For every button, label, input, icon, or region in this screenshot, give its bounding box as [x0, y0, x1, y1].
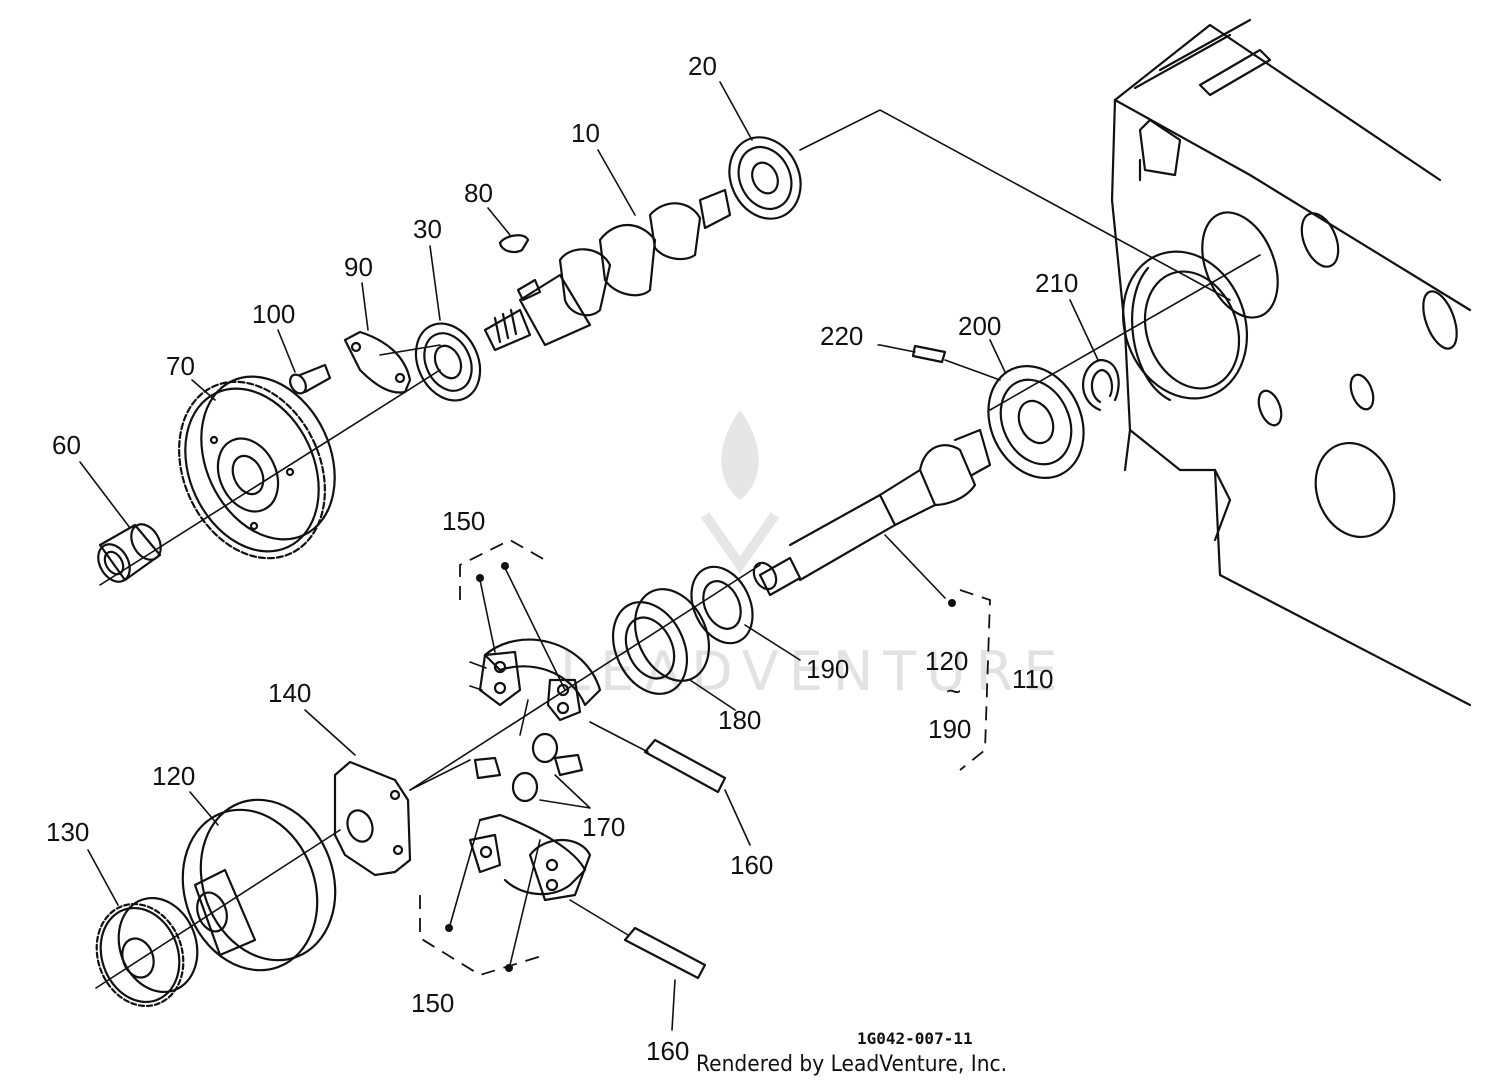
label-100: 100 [252, 299, 295, 329]
label-180: 180 [718, 705, 761, 735]
part-20-bearing [728, 136, 802, 220]
part-70-cam-gear [178, 375, 336, 560]
label-130: 130 [46, 817, 89, 847]
part-130-drive-gear [95, 896, 199, 1008]
leader-lines [79, 81, 1099, 906]
label-90: 90 [344, 252, 373, 282]
part-150-weights-bottom [445, 813, 592, 972]
engine-block [1110, 18, 1472, 707]
label-200: 200 [958, 311, 1001, 341]
part-200-bearing [987, 364, 1085, 480]
part-labels: 20 10 80 30 90 100 70 60 210 220 200 150… [46, 51, 1078, 1066]
drawing-code: 1G042-007-11 [857, 1029, 973, 1048]
part-140-holder [333, 759, 471, 877]
watermark: LEADVENTURE [560, 410, 1057, 703]
part-90-plate [343, 330, 412, 394]
label-170: 170 [582, 812, 625, 842]
governor-axis [95, 254, 1261, 989]
part-160-pin-bottom [569, 899, 707, 1031]
label-150-bottom: 150 [411, 988, 454, 1018]
part-30-bearing [414, 322, 482, 402]
label-80: 80 [464, 178, 493, 208]
part-120-governor-shaft [752, 428, 992, 607]
label-220: 220 [820, 321, 863, 351]
part-80-key [498, 234, 530, 254]
label-190-range: 190 [928, 714, 971, 744]
part-220-screw [879, 344, 1001, 381]
label-160-top: 160 [730, 850, 773, 880]
part-180-sleeve [612, 588, 736, 711]
part-60-bushing [97, 523, 162, 583]
label-140: 140 [268, 678, 311, 708]
part-170-pins [473, 732, 591, 809]
label-range-tilde: ~ [946, 676, 961, 706]
group-brackets [419, 538, 991, 976]
label-210: 210 [1035, 268, 1078, 298]
label-190-a: 190 [806, 654, 849, 684]
label-150-top: 150 [442, 506, 485, 536]
part-150-weights-top [469, 562, 602, 736]
part-10-camshaft [483, 188, 732, 352]
label-60: 60 [52, 430, 81, 460]
label-30: 30 [413, 214, 442, 244]
label-20: 20 [688, 51, 717, 81]
label-160-bottom: 160 [646, 1036, 689, 1066]
label-70: 70 [166, 351, 195, 381]
label-120-range: 120 [925, 646, 968, 676]
credit-line: Rendered by LeadVenture, Inc. [696, 1052, 1008, 1077]
part-190-washer [690, 565, 801, 661]
part-120-gear-case [181, 798, 337, 972]
part-160-pin-top [589, 721, 751, 846]
part-100-screw [289, 363, 332, 395]
camshaft-axis [99, 109, 1231, 586]
label-110: 110 [1012, 664, 1053, 694]
label-120-case: 120 [152, 761, 195, 791]
label-10: 10 [571, 118, 600, 148]
part-210-snap-ring [1082, 358, 1120, 412]
